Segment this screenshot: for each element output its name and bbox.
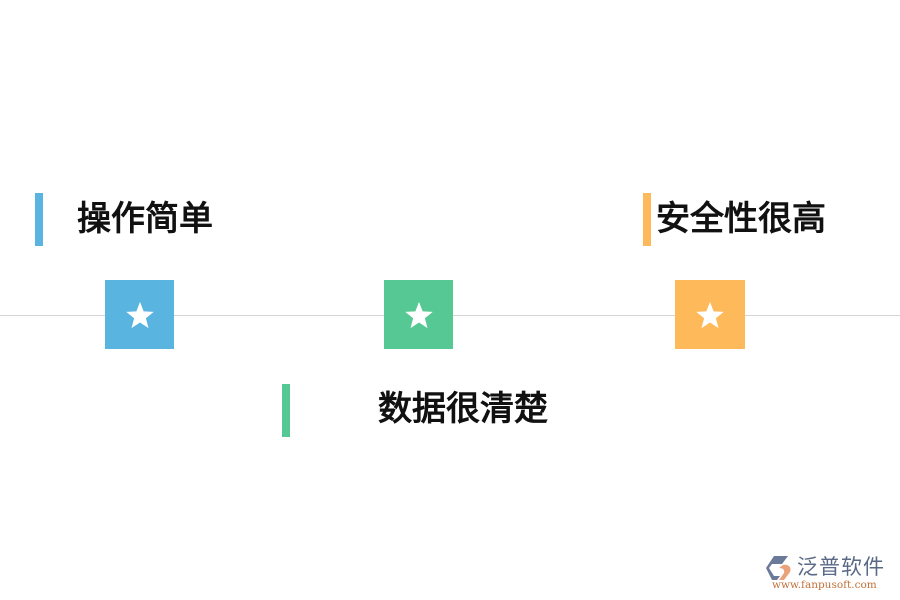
timeline-marker-1 <box>105 280 174 349</box>
timeline-marker-3 <box>675 280 745 349</box>
feature-title: 操作简单 <box>77 199 213 239</box>
timeline-marker-2 <box>384 280 453 349</box>
star-icon <box>125 301 154 328</box>
accent-bar-blue <box>35 193 43 246</box>
accent-bar-orange <box>643 193 651 246</box>
star-icon <box>404 301 433 328</box>
accent-bar-green <box>282 384 290 437</box>
logo-mark-icon <box>766 556 791 580</box>
feature-title: 安全性很高 <box>656 199 826 239</box>
logo-url: www.fanpusoft.com <box>772 579 877 591</box>
star-icon <box>696 301 724 328</box>
logo-name: 泛普软件 <box>797 555 885 579</box>
brand-logo: 泛普软件 www.fanpusoft.com <box>766 553 896 593</box>
feature-title: 数据很清楚 <box>378 389 548 429</box>
